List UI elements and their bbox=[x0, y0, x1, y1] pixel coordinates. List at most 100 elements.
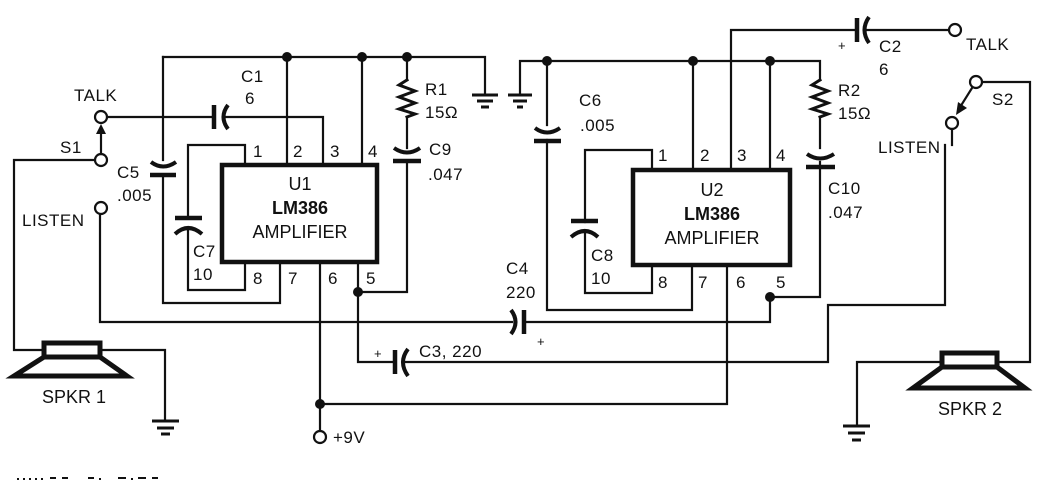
c9-value: .047 bbox=[428, 165, 463, 184]
c2-curve bbox=[862, 15, 871, 45]
resistor-r1: R1 15Ω bbox=[394, 77, 458, 122]
c5-curve bbox=[149, 160, 178, 169]
switch-s2[interactable]: TALK S2 LISTEN bbox=[878, 22, 1014, 157]
c2-value: 6 bbox=[879, 60, 889, 79]
c2-ref: C2 bbox=[879, 37, 902, 56]
r1-ref: R1 bbox=[425, 80, 448, 99]
wire-spkr1-gnd bbox=[98, 348, 167, 422]
c4-ref: C4 bbox=[506, 259, 529, 278]
u1-body bbox=[219, 162, 380, 265]
c1-ref: C1 bbox=[241, 67, 264, 86]
u2-body bbox=[630, 167, 793, 268]
capacitor-c9: C9 .047 bbox=[392, 140, 463, 184]
c9-ref: C9 bbox=[429, 140, 452, 159]
supply-9v: +9V bbox=[312, 428, 365, 447]
wires bbox=[12, 28, 1032, 432]
r2-value: 15Ω bbox=[838, 104, 871, 123]
s2-listen-terminal bbox=[944, 115, 960, 131]
s2-common-terminal bbox=[968, 74, 984, 90]
u2-pin-5: 5 bbox=[776, 273, 785, 292]
c3-plus: + bbox=[374, 346, 382, 361]
s1-common-terminal bbox=[93, 152, 109, 168]
c8-ref: C8 bbox=[591, 246, 614, 265]
u1-part: LM386 bbox=[272, 198, 328, 218]
u1-pin-7: 7 bbox=[288, 269, 297, 288]
s2-ref: S2 bbox=[992, 90, 1014, 109]
c4-plus: + bbox=[537, 334, 545, 349]
c9-curve bbox=[392, 146, 422, 155]
cutoff-caption bbox=[17, 476, 158, 480]
junction-dot bbox=[353, 287, 363, 297]
r1-zigzag bbox=[394, 77, 420, 119]
u1-type: AMPLIFIER bbox=[252, 222, 347, 242]
s2-lever bbox=[960, 86, 974, 106]
c2-plus: + bbox=[838, 38, 846, 53]
u1-pin-3: 3 bbox=[330, 142, 339, 161]
junction-dot bbox=[357, 52, 367, 62]
r2-zigzag bbox=[807, 77, 833, 119]
wire-spkr2-gnd bbox=[855, 360, 942, 427]
c10-curve bbox=[805, 152, 836, 161]
c7-value: 10 bbox=[193, 265, 213, 284]
c1-value: 6 bbox=[245, 89, 255, 108]
u2-part: LM386 bbox=[684, 204, 740, 224]
wire-u2-top-bus bbox=[518, 59, 822, 299]
junction-dot bbox=[542, 56, 552, 66]
switch-s1[interactable]: TALK S1 LISTEN bbox=[22, 86, 117, 230]
capacitor-c4: + C4 220 bbox=[506, 259, 545, 349]
wire-u1-top-bus bbox=[161, 55, 487, 97]
c10-value: .047 bbox=[828, 203, 863, 222]
c5-value: .005 bbox=[117, 186, 152, 205]
c6-value: .005 bbox=[580, 116, 615, 135]
u1-ref: U1 bbox=[288, 174, 311, 194]
ground-icon bbox=[508, 93, 532, 109]
wire-s2-spkr2 bbox=[973, 80, 1032, 364]
s1-arrow-icon bbox=[96, 124, 106, 134]
caption-top-strokes bbox=[17, 477, 158, 480]
c6-curve bbox=[533, 126, 562, 135]
junctions bbox=[282, 52, 775, 409]
wire-c1 bbox=[105, 115, 325, 167]
s1-talk-label: TALK bbox=[74, 86, 117, 105]
u2-amplifier: U2 LM386 AMPLIFIER 1 2 3 4 8 7 6 5 bbox=[630, 146, 793, 292]
c6-ref: C6 bbox=[579, 91, 602, 110]
capacitor-c5: C5 .005 bbox=[117, 160, 178, 205]
wire-c7-loop bbox=[186, 143, 247, 292]
capacitor-c1: C1 6 bbox=[211, 67, 264, 131]
capacitor-c7: C7 10 bbox=[173, 215, 215, 284]
wire-9v-u2-pin6 bbox=[318, 263, 729, 406]
s1-talk-terminal bbox=[93, 109, 109, 125]
u1-pin-4: 4 bbox=[368, 142, 377, 161]
c1-curve bbox=[221, 103, 230, 131]
junction-dot bbox=[765, 292, 775, 302]
c4-value: 220 bbox=[506, 283, 536, 302]
junction-dot bbox=[688, 56, 698, 66]
u1-pin-5: 5 bbox=[366, 269, 375, 288]
u2-pin-4: 4 bbox=[776, 146, 785, 165]
speaker-1: SPKR 1 bbox=[5, 340, 135, 407]
u2-pin-7: 7 bbox=[698, 273, 707, 292]
s1-listen-label: LISTEN bbox=[22, 211, 85, 230]
wire-u2-pin3-c2 bbox=[729, 28, 950, 172]
c3-label: C3, 220 bbox=[419, 342, 482, 361]
capacitor-c10: C10 .047 bbox=[805, 152, 863, 222]
u2-pin-6: 6 bbox=[736, 273, 745, 292]
u2-pin-1: 1 bbox=[658, 146, 667, 165]
u1-pin-6: 6 bbox=[328, 269, 337, 288]
junction-dot bbox=[402, 52, 412, 62]
u2-pin-3: 3 bbox=[737, 146, 746, 165]
spkr2-cone bbox=[905, 364, 1033, 391]
junction-dot bbox=[315, 399, 325, 409]
ground-icon bbox=[843, 424, 870, 442]
ground-icon bbox=[152, 419, 179, 436]
u2-ref: U2 bbox=[700, 180, 723, 200]
u1-pin-2: 2 bbox=[293, 142, 302, 161]
c8-curve bbox=[569, 229, 600, 239]
c3-curve bbox=[401, 347, 410, 378]
supply-terminal bbox=[312, 429, 328, 445]
spkr1-cone bbox=[5, 354, 135, 379]
u1-pin-8: 8 bbox=[253, 269, 262, 288]
supply-label: +9V bbox=[333, 428, 365, 447]
u1-amplifier: U1 LM386 AMPLIFIER 1 2 3 4 8 7 6 5 bbox=[219, 142, 380, 288]
